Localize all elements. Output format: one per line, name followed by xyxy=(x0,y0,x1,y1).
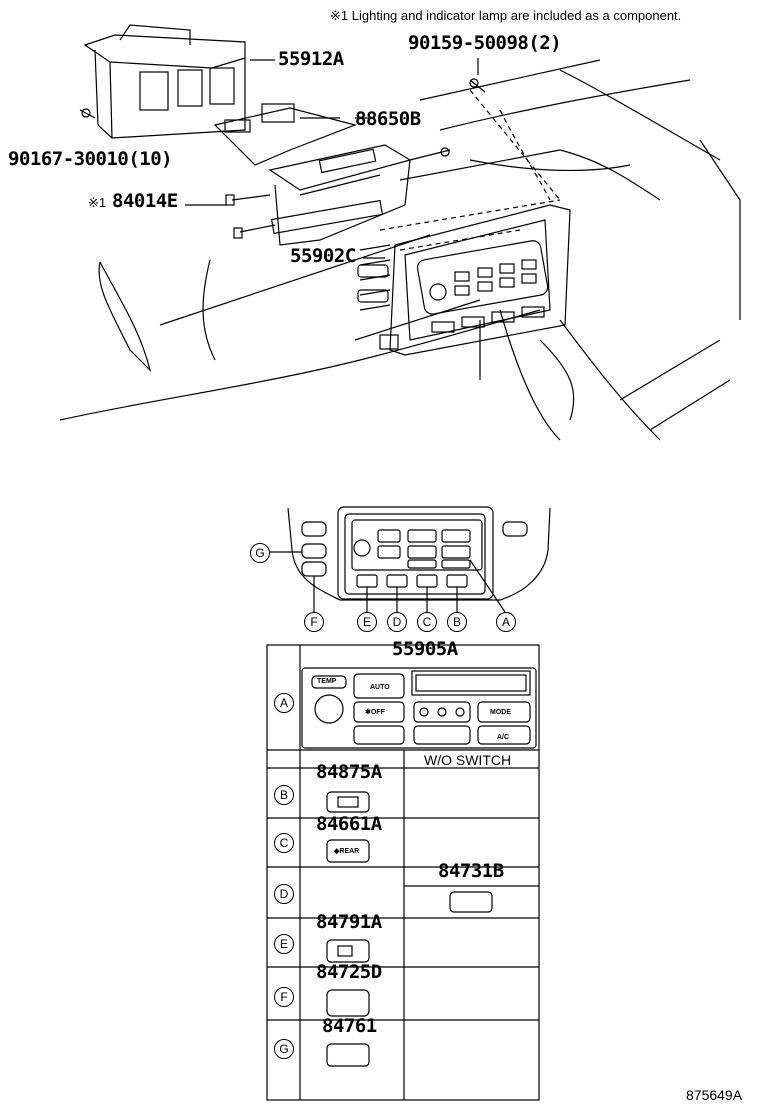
row-B-letter: B xyxy=(274,785,294,805)
rear-label: ◆REAR xyxy=(334,848,360,855)
switch-drawings xyxy=(326,791,493,1067)
temp-label: TEMP xyxy=(317,678,337,685)
callout-D: D xyxy=(387,612,407,632)
row-F-letter: F xyxy=(274,987,294,1007)
part-84731B-label: 84731B xyxy=(438,860,504,882)
part-90159-label: 90159-50098(2) xyxy=(408,32,562,54)
parts-table-grid xyxy=(266,644,540,1101)
dashboard-outline xyxy=(59,59,741,441)
part-84761-label: 84761 xyxy=(322,1015,377,1037)
control-board xyxy=(185,144,451,246)
screw-90159 xyxy=(469,78,486,93)
panel-55905A-drawing xyxy=(301,667,537,749)
board-88650B xyxy=(213,103,375,166)
screw-90167 xyxy=(79,108,96,119)
ac-label: A/C xyxy=(497,734,510,741)
part-84791A-label: 84791A xyxy=(316,911,382,933)
auto-label: AUTO xyxy=(370,684,390,691)
row-D-letter: D xyxy=(274,884,294,904)
panel-55902C xyxy=(357,204,571,356)
part-84725D-label: 84725D xyxy=(316,961,382,983)
switch-panel-overview xyxy=(270,506,551,613)
callout-C: C xyxy=(417,612,437,632)
mode-label: MODE xyxy=(490,709,511,716)
wo-switch-header: W/O SWITCH xyxy=(424,752,512,768)
component-note: ※1 Lighting and indicator lamp are inclu… xyxy=(330,8,682,23)
part-55912A-label: 55912A xyxy=(278,48,344,70)
callout-B: B xyxy=(447,612,467,632)
part-84661A-label: 84661A xyxy=(316,813,382,835)
table-title-55905A: 55905A xyxy=(392,638,458,660)
part-55902C-label: 55902C xyxy=(290,245,356,267)
part-84875A-label: 84875A xyxy=(316,761,382,783)
row-C-letter: C xyxy=(274,833,294,853)
callout-G: G xyxy=(250,543,270,563)
part-84014E-mark: ※1 xyxy=(88,195,107,210)
part-90167-label: 90167-30010(10) xyxy=(8,148,173,170)
callout-A: A xyxy=(496,612,516,632)
row-E-letter: E xyxy=(274,934,294,954)
row-A-letter: A xyxy=(274,693,294,713)
off-label: ✱OFF xyxy=(365,709,385,716)
callout-F: F xyxy=(304,612,324,632)
diagram-number: 875649A xyxy=(686,1087,743,1103)
part-88650B-label: 88650B xyxy=(355,108,421,130)
callout-E: E xyxy=(357,612,377,632)
row-G-letter: G xyxy=(274,1039,294,1059)
part-84014E-label: 84014E xyxy=(112,190,178,212)
bracket-55912A xyxy=(83,24,275,139)
